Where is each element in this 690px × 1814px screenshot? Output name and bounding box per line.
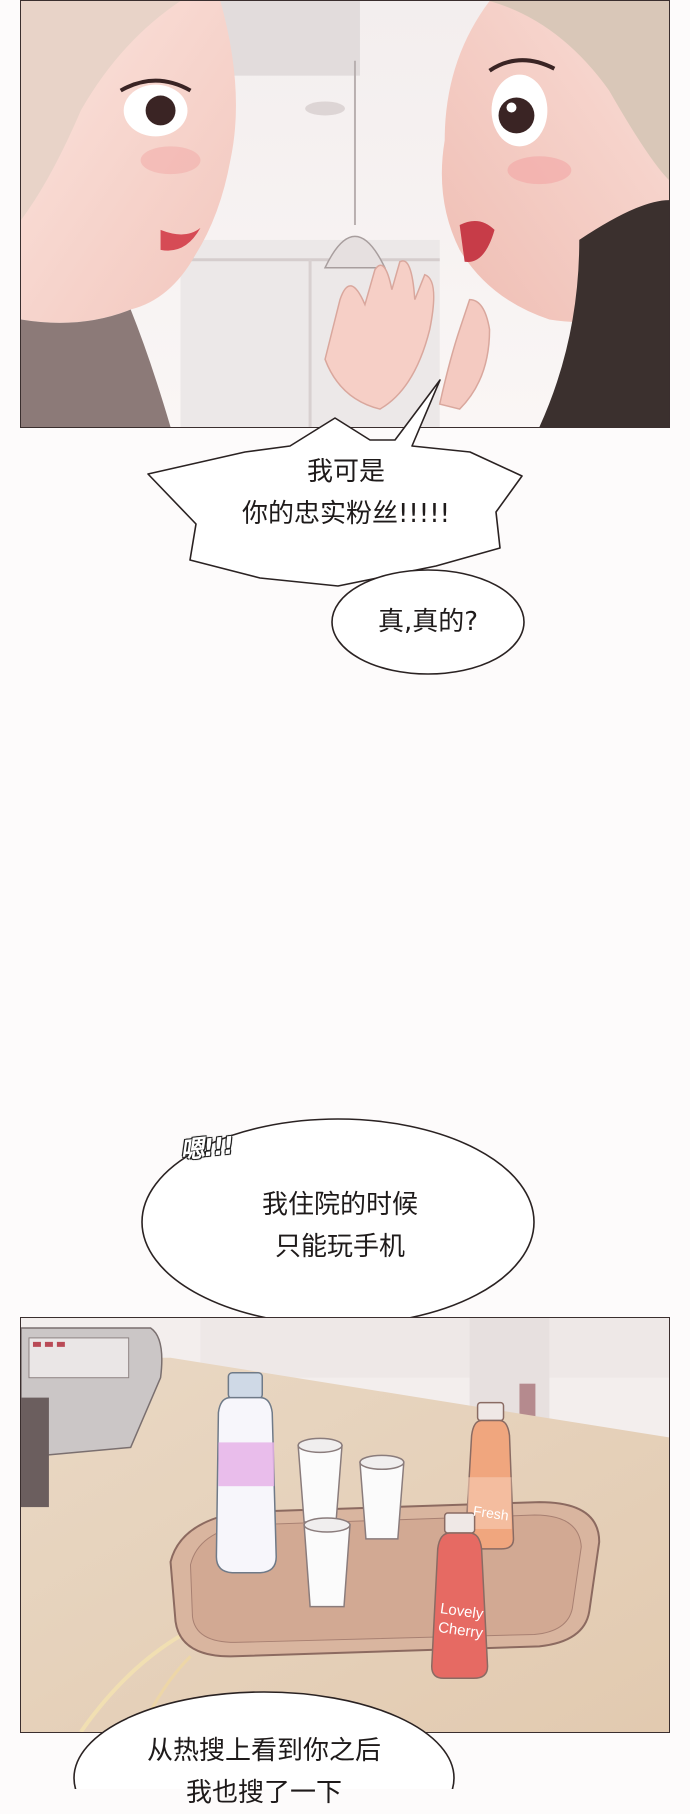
bubble-line: 我住院的时候 (261, 1190, 418, 1220)
bubble-line: 从热搜上看到你之后 (146, 1736, 381, 1766)
bubble-line: 我可是 (306, 457, 385, 487)
speech-bubble-fan: 我可是 你的忠实粉丝!!!!! (196, 451, 496, 535)
juice-bottle-cherry-icon (430, 1512, 489, 1680)
sound-effect-text: 嗯!!! (178, 1131, 235, 1165)
bubble-line: 我也搜了一下 (185, 1778, 342, 1808)
paper-cup-icon (303, 1517, 351, 1608)
speech-bubble-hospital: 我住院的时候 只能玩手机 (190, 1184, 490, 1268)
bottom-bubble-shape (73, 1691, 455, 1789)
water-bottle-icon (215, 1371, 277, 1574)
table-panel-illustration: Fresh Lovely Cherry (20, 1317, 670, 1733)
bubble-line: 只能玩手机 (274, 1232, 405, 1262)
top-panel-illustration (20, 0, 670, 428)
speech-bubble-hotsearch: 从热搜上看到你之后 我也搜了一下 (84, 1730, 444, 1814)
paper-cup-icon (359, 1454, 405, 1540)
bubble-line: 真,真的? (377, 607, 479, 637)
paper-cup-icon (297, 1437, 343, 1523)
speech-bubble-really: 真,真的? (352, 601, 504, 643)
oval-bubble-outline (331, 569, 525, 675)
spiky-bubble-outline (147, 379, 523, 587)
bubble-line: 你的忠实粉丝!!!!! (241, 499, 451, 529)
